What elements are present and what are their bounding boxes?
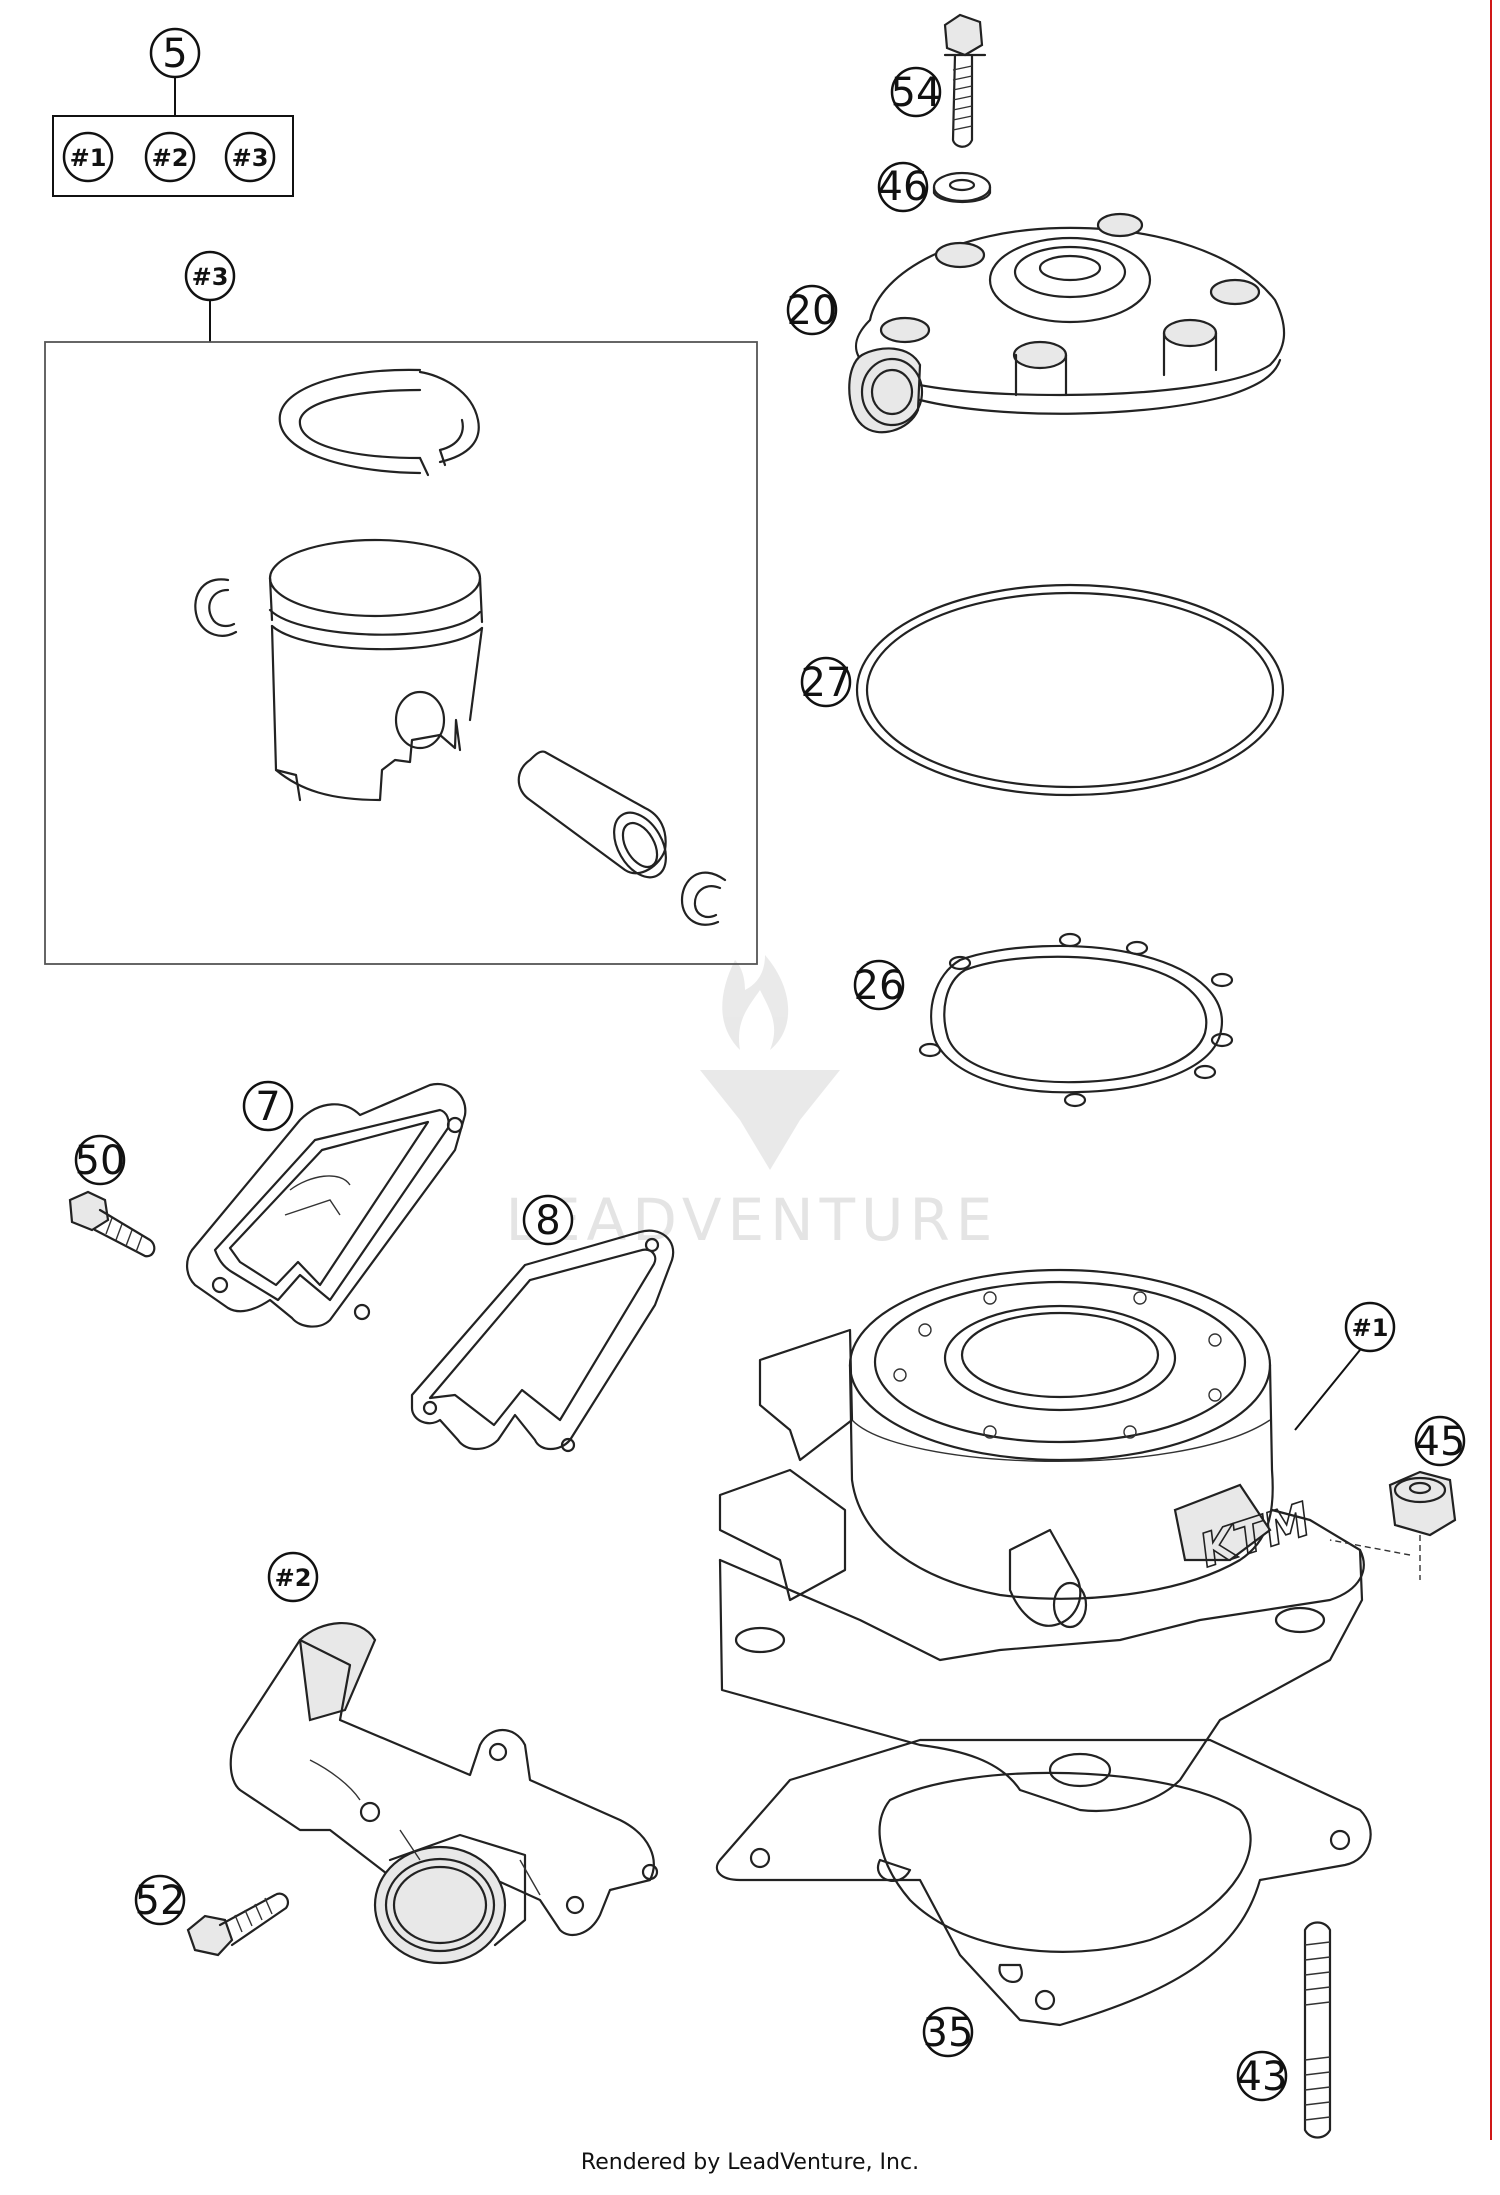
callout-man2[interactable]: #2 [267, 1551, 319, 1603]
svg-text:27: 27 [801, 660, 852, 706]
footer-credit: Rendered by LeadVenture, Inc. [580, 2150, 920, 2175]
watermark-logo: LEADVENTURE [506, 955, 999, 1254]
cylinder: KTM [718, 1268, 1365, 1812]
piston-pin [517, 750, 667, 879]
kit-item-h2[interactable]: #2 [144, 131, 196, 183]
svg-text:20: 20 [787, 288, 838, 334]
callout-46[interactable]: 46 [878, 161, 929, 213]
svg-text:43: 43 [1237, 2054, 1288, 2100]
piston [268, 538, 484, 802]
washer [932, 171, 992, 203]
callout-20[interactable]: 20 [787, 284, 838, 336]
flange-gasket [410, 1229, 675, 1453]
flange-bolt [68, 1190, 156, 1258]
svg-text:#3: #3 [232, 144, 269, 172]
svg-text:54: 54 [891, 70, 942, 116]
kit-item-h3[interactable]: #3 [224, 131, 276, 183]
svg-text:5: 5 [162, 31, 187, 77]
svg-text:8: 8 [535, 1198, 560, 1244]
piston-clip-right [680, 871, 727, 926]
exhaust-flange [186, 1082, 467, 1328]
callout-cyl1[interactable]: #1 [1344, 1301, 1396, 1353]
svg-text:26: 26 [854, 963, 905, 1009]
piston-clip-left [194, 578, 238, 637]
svg-text:35: 35 [923, 2010, 974, 2056]
svg-text:#3: #3 [192, 263, 229, 291]
head-gasket [918, 932, 1234, 1108]
exhaust-manifold [229, 1622, 659, 1965]
callout-45[interactable]: 45 [1415, 1415, 1466, 1467]
piston-ring [278, 368, 480, 477]
callout-kit3[interactable]: #3 [184, 250, 236, 302]
svg-text:45: 45 [1415, 1419, 1466, 1465]
svg-text:#2: #2 [152, 144, 189, 172]
svg-text:52: 52 [135, 1878, 186, 1924]
callout-7[interactable]: 7 [242, 1080, 294, 1132]
cylinder-nut [1329, 1470, 1457, 1580]
kit-item-h1[interactable]: #1 [62, 131, 114, 183]
callout-26[interactable]: 26 [854, 959, 905, 1011]
svg-text:46: 46 [878, 164, 929, 210]
svg-text:50: 50 [75, 1138, 126, 1184]
cyl1-leader [1294, 1349, 1361, 1431]
cylinder-stud [1303, 1921, 1332, 2139]
callout-8[interactable]: 8 [522, 1194, 574, 1246]
callout-35[interactable]: 35 [923, 2006, 974, 2058]
svg-text:#1: #1 [1352, 1314, 1389, 1342]
head-bolt [943, 13, 987, 148]
piston-kit-box [44, 341, 758, 965]
kit-5-box [52, 115, 294, 197]
watermark-brand: LEADVENTURE [506, 1186, 999, 1254]
svg-text:#2: #2 [275, 1564, 312, 1592]
callout-5[interactable]: 5 [149, 27, 201, 79]
callout-52[interactable]: 52 [135, 1874, 186, 1926]
callout-54[interactable]: 54 [891, 66, 942, 118]
cylinder-head [848, 212, 1286, 434]
cylinder-base-gasket [715, 1738, 1372, 2027]
callout-43[interactable]: 43 [1237, 2050, 1288, 2102]
callout-27[interactable]: 27 [801, 656, 852, 708]
head-o-ring [855, 583, 1285, 797]
manifold-bolt [186, 1892, 290, 1957]
callout-50[interactable]: 50 [75, 1134, 126, 1186]
svg-text:7: 7 [255, 1084, 280, 1130]
svg-text:#1: #1 [70, 144, 107, 172]
